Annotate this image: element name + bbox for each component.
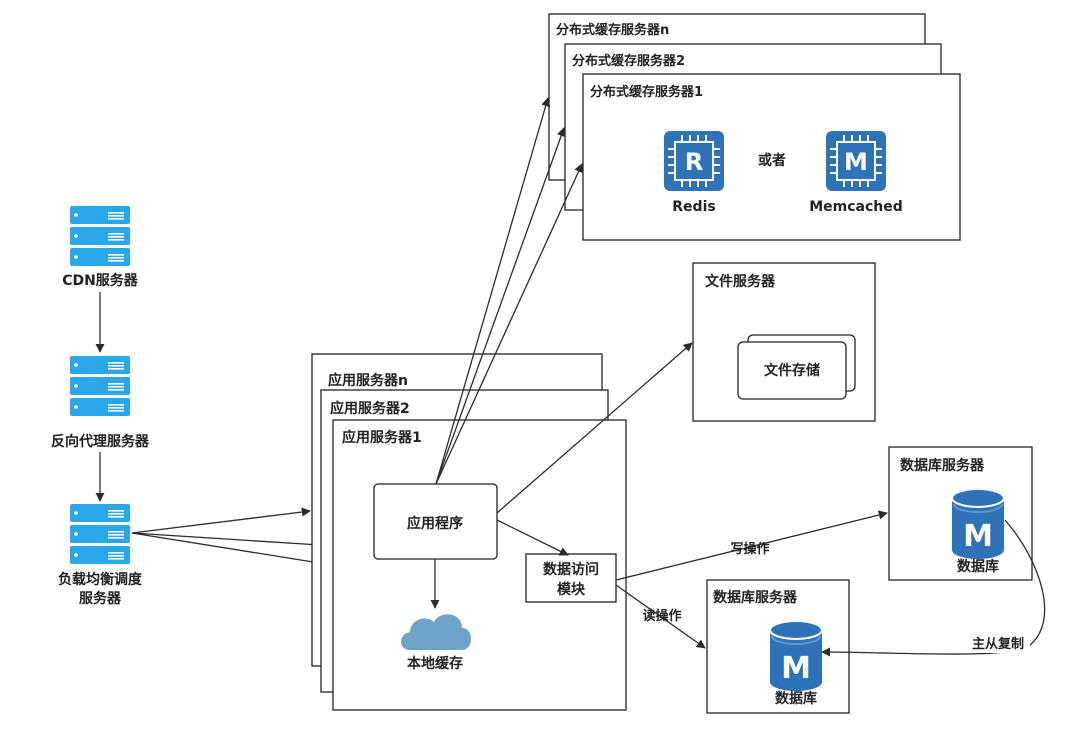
load-balancer-label-line2: 服务器 — [79, 590, 122, 607]
app-program-label: 应用程序 — [407, 515, 463, 532]
read-op-label: 读操作 — [642, 608, 681, 624]
lb-to-app-2-arrow — [131, 532, 321, 550]
db-slave-glyph: M — [781, 651, 811, 686]
cache-server-n-label: 分布式缓存服务器n — [556, 22, 669, 38]
local-cache-label: 本地缓存 — [407, 655, 463, 672]
redis-chip-icon: R — [664, 131, 724, 191]
cache-server-2-label: 分布式缓存服务器2 — [572, 53, 685, 69]
db-master-glyph: M — [963, 519, 993, 554]
file-server-label: 文件服务器 — [705, 273, 776, 290]
app-server-2-label: 应用服务器2 — [330, 400, 410, 417]
redis-label: Redis — [672, 199, 715, 215]
file-storage-box — [737, 341, 847, 400]
app-server-1-label: 应用服务器1 — [342, 429, 422, 446]
write-op-arrow — [615, 510, 888, 581]
reverse-proxy-label: 反向代理服务器 — [51, 433, 150, 450]
app-to-data-access-arrow — [496, 519, 569, 556]
file-storage-label: 文件存储 — [764, 362, 820, 379]
replication-label: 主从复制 — [972, 636, 1024, 652]
memcached-chip-icon: M — [826, 131, 886, 191]
db-master-label: 数据库 — [957, 558, 999, 575]
write-op-label: 写操作 — [730, 541, 769, 557]
data-access-label-line2: 模块 — [557, 581, 586, 598]
or-label: 或者 — [758, 152, 786, 169]
redis-glyph: R — [685, 148, 703, 176]
cache-server-1-label: 分布式缓存服务器1 — [590, 84, 703, 100]
reverse-proxy-server-icon — [70, 356, 130, 416]
db-slave-label: 数据库 — [775, 690, 817, 707]
app-to-file-server-arrow — [496, 342, 693, 514]
db-server-master-label: 数据库服务器 — [900, 457, 985, 474]
db-server-slave-label: 数据库服务器 — [713, 589, 798, 606]
lb-to-app-1-arrow — [131, 532, 333, 569]
cache-server-1-box — [582, 73, 961, 241]
lb-to-app-n-arrow — [131, 507, 311, 534]
replication-label-bg — [966, 633, 1030, 653]
app-server-n-label: 应用服务器n — [328, 372, 408, 389]
load-balancer-label-line1: 负载均衡调度 — [58, 571, 143, 588]
memcached-label: Memcached — [809, 199, 903, 215]
app-to-cache-2-arrow — [435, 127, 566, 485]
app-to-cache-1-arrow — [435, 163, 583, 485]
memcached-glyph: M — [844, 148, 868, 176]
database-slave-icon: M — [769, 620, 823, 692]
app-to-cache-n-arrow — [435, 97, 551, 485]
data-access-module-box — [525, 553, 617, 603]
database-master-icon: M — [951, 488, 1005, 560]
cdn-server-label: CDN服务器 — [62, 272, 139, 289]
load-balancer-server-icon — [70, 504, 130, 564]
cdn-server-icon — [70, 206, 130, 266]
read-op-arrow — [615, 584, 706, 649]
data-access-label-line1: 数据访问 — [543, 561, 599, 578]
cloud-icon — [401, 614, 471, 650]
